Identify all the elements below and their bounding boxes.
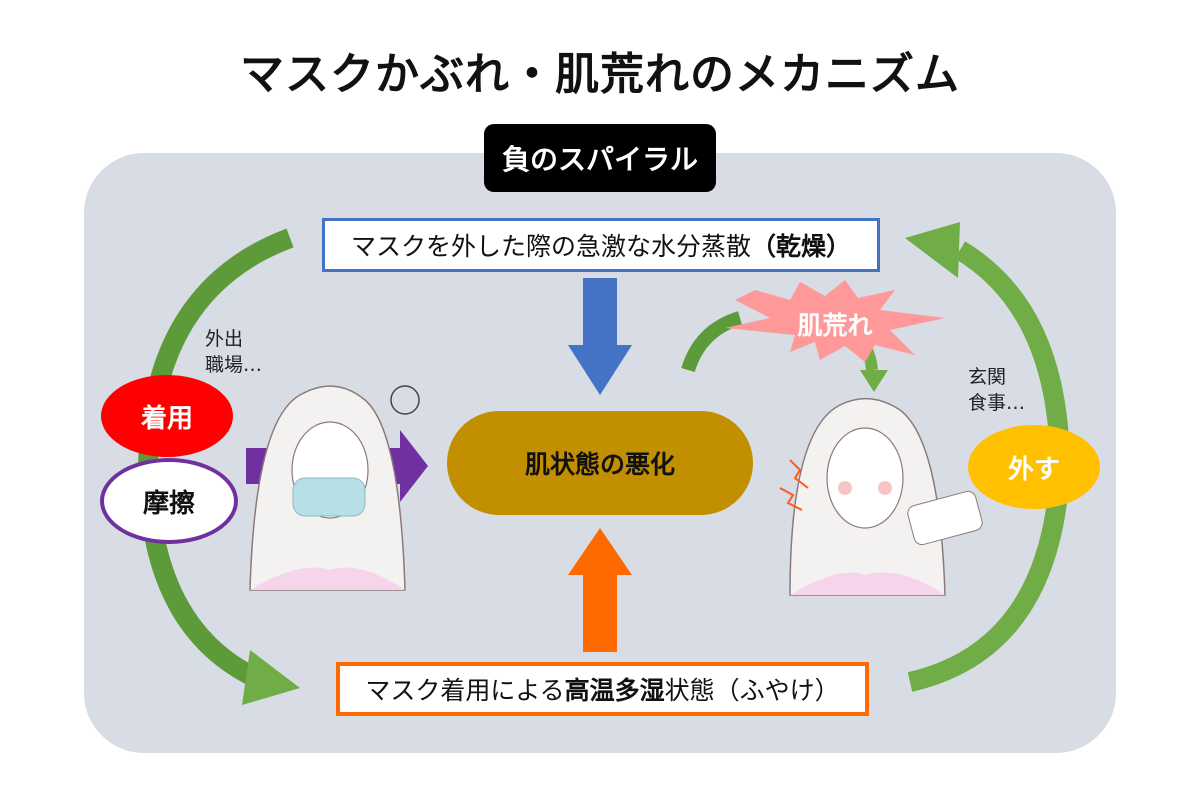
right-note-line2: 食事…: [968, 392, 1026, 414]
woman-with-mask-illustration: [249, 385, 420, 591]
dryness-text: マスクを外した際の急激な水分蒸散: [350, 232, 751, 261]
left-note: 外出 職場…: [205, 326, 262, 378]
left-note-line1: 外出: [205, 328, 244, 350]
humidity-bold: 高温多湿: [564, 676, 665, 705]
humidity-pre: マスク着用による: [365, 676, 565, 705]
right-cycle-arrowhead: [905, 222, 960, 278]
skin-worsening-node: 肌状態の悪化: [447, 411, 753, 515]
spiral-badge: 負のスパイラル: [484, 124, 716, 192]
right-note: 玄関 食事…: [968, 364, 1025, 416]
woman-removing-mask-illustration: [779, 397, 983, 596]
left-note-line2: 職場…: [205, 354, 263, 376]
dryness-bold: （乾燥）: [751, 232, 852, 261]
pain-mark-icon: [789, 459, 809, 489]
burst-down-arrowhead: [860, 370, 888, 392]
right-note-line1: 玄関: [968, 366, 1007, 388]
page-title: マスクかぶれ・肌荒れのメカニズム: [240, 49, 960, 100]
up-arrow: [568, 528, 632, 652]
burst-arrow: [681, 311, 743, 373]
pain-mark-icon: [779, 487, 803, 511]
left-cycle-arrowhead: [242, 650, 300, 705]
remove-node: 外す: [968, 425, 1100, 509]
humidity-box: マスク着用による高温多湿状態（ふやけ）: [336, 662, 869, 716]
humidity-post: 状態（ふやけ）: [664, 676, 840, 705]
down-arrow: [568, 278, 632, 395]
dryness-box: マスクを外した際の急激な水分蒸散（乾燥）: [322, 218, 880, 272]
friction-node: 摩擦: [100, 458, 238, 544]
skin-trouble-burst-label: 肌荒れ: [797, 311, 873, 340]
burst-shape: [725, 280, 945, 362]
wear-node: 着用: [101, 375, 233, 457]
